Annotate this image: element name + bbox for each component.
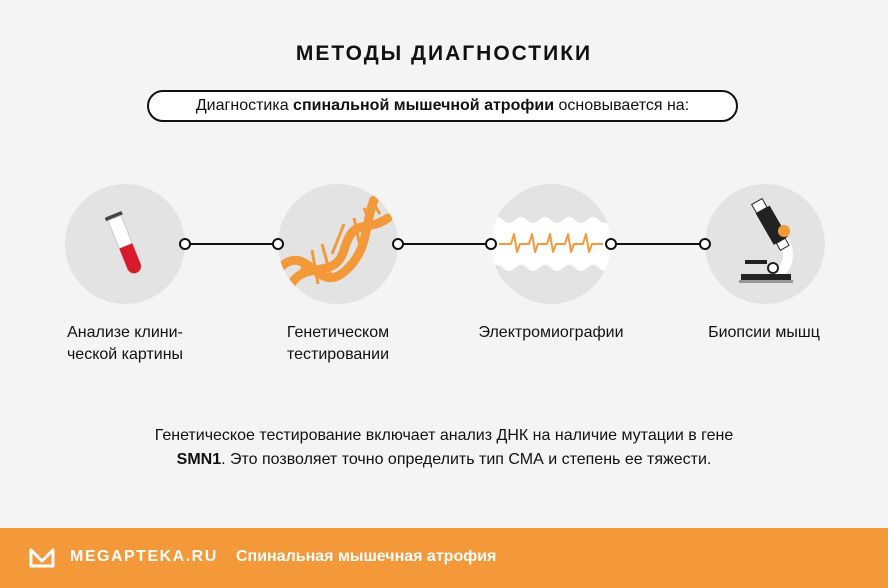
footer: MEGAPTEKA.RU Спинальная мышечная атрофия <box>0 528 888 588</box>
method-circle-1 <box>65 184 185 304</box>
method-circle-4 <box>705 184 825 304</box>
page-title: МЕТОДЫ ДИАГНОСТИКИ <box>295 42 593 65</box>
dna-icon <box>278 195 393 301</box>
intro-pill: Диагностика спинальной мышечной атрофии … <box>147 90 738 122</box>
method-circle-3 <box>491 184 611 304</box>
description: Генетическое тестирование включает анали… <box>154 427 734 468</box>
connector-dot <box>485 238 497 250</box>
test-tube-icon <box>104 211 142 274</box>
connector-dot <box>605 238 617 250</box>
microscope-icon <box>739 197 793 283</box>
intro-prefix: Диагностика <box>195 97 294 114</box>
connector-dot <box>699 238 711 250</box>
method-label-3: Электромиографии <box>478 324 624 341</box>
footer-title: Спинальная мышечная атрофия <box>236 548 497 565</box>
intro-suffix: основывается на: <box>554 97 690 114</box>
megapteka-logo-icon <box>29 548 55 568</box>
method-label-4: Биопсии мышц <box>708 324 820 341</box>
method-circle-2 <box>278 184 398 304</box>
connector-dot <box>272 238 284 250</box>
emg-wave-icon <box>491 217 611 271</box>
intro-bold: спинальной мышечной атрофии <box>293 97 555 114</box>
brand-name[interactable]: MEGAPTEKA.RU <box>70 548 218 565</box>
method-label-2: Генетическом тестировании <box>286 324 390 363</box>
method-label-1: Анализе клини- ческой картины <box>66 324 184 363</box>
gene-name: SMN1 <box>176 451 222 468</box>
connector-dot <box>179 238 191 250</box>
connector-dot <box>392 238 404 250</box>
